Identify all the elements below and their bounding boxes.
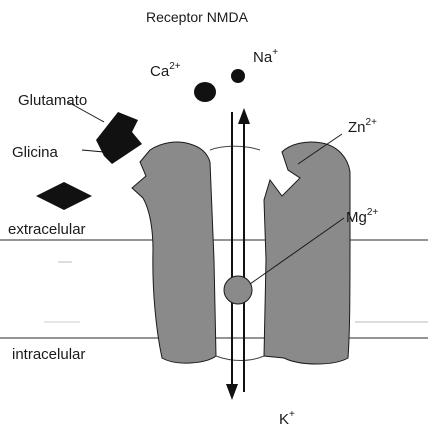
channel-left-subunit xyxy=(132,142,216,363)
glutamate-ligand xyxy=(96,112,142,164)
pore-top-curve xyxy=(210,146,260,150)
intracelular-label: intracelular xyxy=(12,347,85,362)
zn-label: Zn2+ xyxy=(348,120,377,135)
extracelular-label: extracelular xyxy=(8,222,86,237)
glutamato-label: Glutamato xyxy=(18,93,87,108)
pore-bottom-curve xyxy=(216,356,264,361)
channel-right-subunit xyxy=(264,142,350,364)
mg-label: Mg2+ xyxy=(346,210,378,225)
diagram-title: Receptor NMDA xyxy=(146,10,248,24)
outward-arrowhead xyxy=(238,108,250,124)
glicina-label: Glicina xyxy=(12,145,58,160)
na-ion xyxy=(231,69,245,83)
k-label: K+ xyxy=(279,412,295,427)
inward-arrowhead xyxy=(226,384,238,400)
glycine-pointer-line xyxy=(82,150,104,152)
ca-label: Ca2+ xyxy=(150,64,181,79)
mg-ion-block xyxy=(224,276,252,304)
ca-ion xyxy=(194,82,216,102)
glycine-ligand xyxy=(36,182,92,210)
na-label: Na+ xyxy=(253,50,278,65)
